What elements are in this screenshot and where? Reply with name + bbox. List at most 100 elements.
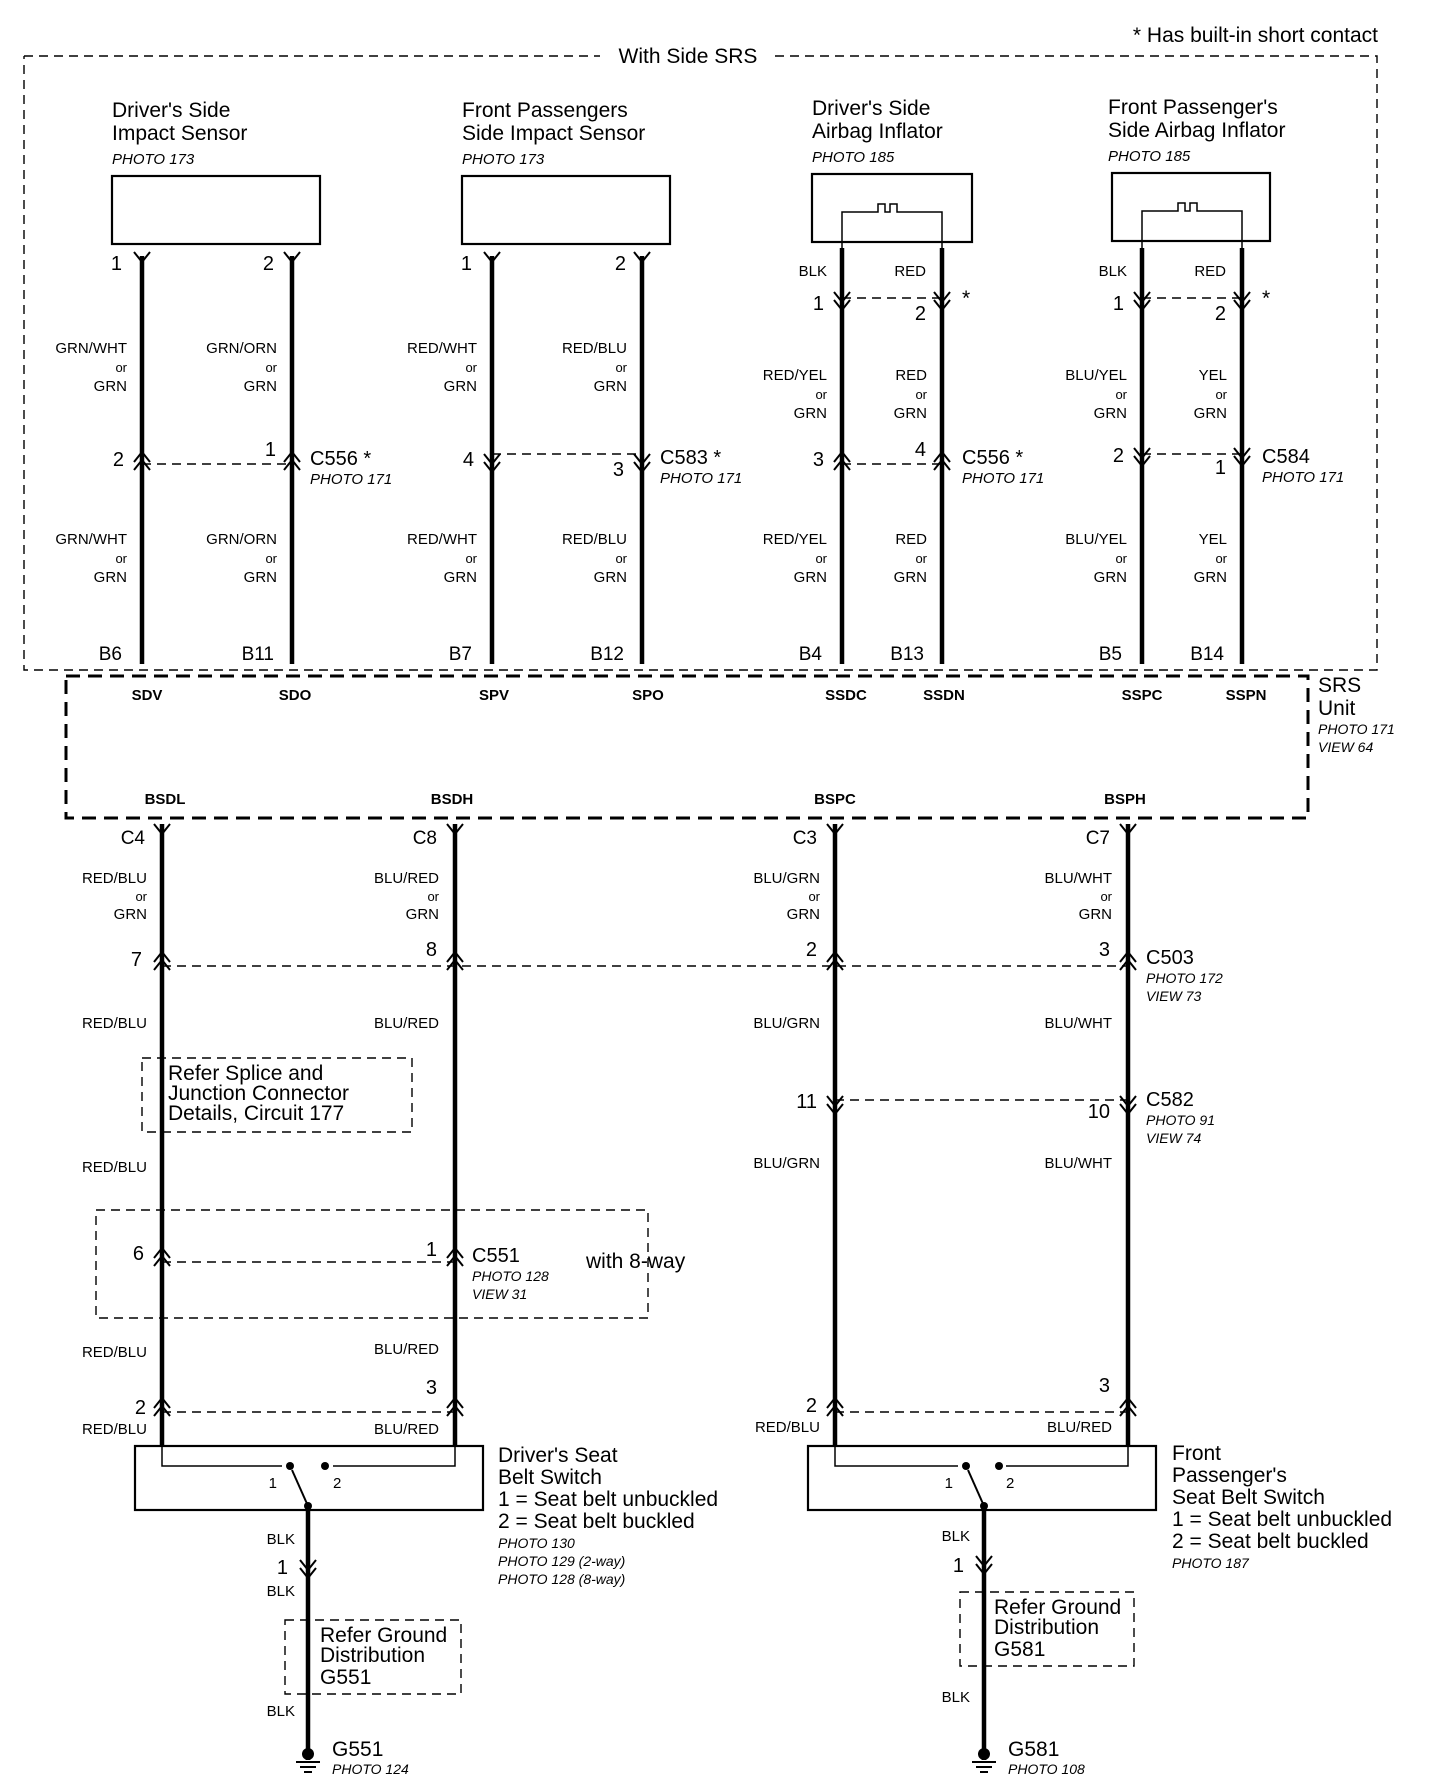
svg-text:BLU/RED: BLU/RED — [374, 870, 439, 887]
svg-text:GRN: GRN — [594, 569, 627, 586]
svg-text:or: or — [1115, 551, 1127, 566]
svg-text:Seat Belt Switch: Seat Belt Switch — [1172, 1486, 1325, 1509]
svg-text:or: or — [615, 360, 627, 375]
svg-text:GRN/ORN: GRN/ORN — [206, 340, 277, 357]
svg-text:SPV: SPV — [479, 687, 509, 704]
svg-text:B5: B5 — [1099, 644, 1122, 665]
svg-text:BLK: BLK — [799, 263, 827, 280]
svg-text:BLU/GRN: BLU/GRN — [753, 1015, 820, 1032]
svg-text:G551: G551 — [332, 1738, 383, 1761]
svg-text:with 8-way: with 8-way — [585, 1250, 686, 1273]
svg-text:GRN: GRN — [1094, 405, 1127, 422]
svg-text:or: or — [465, 551, 477, 566]
svg-text:1: 1 — [277, 1557, 288, 1579]
svg-text:Impact Sensor: Impact Sensor — [112, 122, 247, 145]
svg-text:RED/YEL: RED/YEL — [763, 367, 827, 384]
svg-text:BLK: BLK — [267, 1583, 295, 1600]
svg-text:Side Impact Sensor: Side Impact Sensor — [462, 122, 645, 145]
svg-text:or: or — [465, 360, 477, 375]
connector-c551: 6 1 C551 PHOTO 128 VIEW 31 with 8-way — [95, 1209, 686, 1319]
sensor-top-pins: 1 2 1 2 — [111, 253, 626, 275]
svg-text:RED/WHT: RED/WHT — [407, 340, 477, 357]
svg-text:2: 2 — [1113, 445, 1124, 467]
svg-text:4: 4 — [915, 439, 926, 461]
svg-text:or: or — [265, 551, 277, 566]
svg-text:GRN: GRN — [406, 906, 439, 923]
svg-text:GRN: GRN — [594, 378, 627, 395]
svg-text:2: 2 — [1215, 303, 1226, 325]
svg-text:or: or — [1115, 387, 1127, 402]
svg-text:PHOTO 128 (8-way): PHOTO 128 (8-way) — [498, 1571, 625, 1587]
svg-text:or: or — [808, 889, 820, 904]
svg-text:RED/YEL: RED/YEL — [763, 531, 827, 548]
svg-text:RED/BLU: RED/BLU — [82, 1344, 147, 1361]
svg-text:YEL: YEL — [1199, 367, 1227, 384]
svg-text:RED/BLU: RED/BLU — [82, 1421, 147, 1438]
svg-text:VIEW 64: VIEW 64 — [1318, 739, 1373, 755]
svg-text:2 = Seat belt buckled: 2 = Seat belt buckled — [1172, 1530, 1369, 1553]
srs-unit: SDV SDO SPV SPO SSDC SSDN SSPC SSPN BSDL… — [64, 674, 1395, 820]
svg-text:RED/BLU: RED/BLU — [562, 531, 627, 548]
svg-text:or: or — [1215, 551, 1227, 566]
ground-g581-icon — [978, 1748, 990, 1760]
svg-text:GRN: GRN — [444, 569, 477, 586]
lower-wire-colors-after-c551: RED/BLU BLU/RED — [82, 1341, 439, 1361]
svg-text:2: 2 — [915, 303, 926, 325]
svg-text:BLK: BLK — [267, 1703, 295, 1720]
svg-text:GRN: GRN — [94, 569, 127, 586]
svg-text:PHOTO 173: PHOTO 173 — [462, 151, 545, 168]
svg-text:BLU/WHT: BLU/WHT — [1045, 1015, 1113, 1032]
svg-text:Front Passenger's: Front Passenger's — [1108, 96, 1278, 119]
svg-text:3: 3 — [613, 459, 624, 481]
svg-text:3: 3 — [813, 449, 824, 471]
svg-text:1: 1 — [953, 1555, 964, 1577]
svg-text:3: 3 — [1099, 939, 1110, 961]
svg-text:PHOTO 187: PHOTO 187 — [1172, 1555, 1250, 1571]
svg-text:Distribution: Distribution — [320, 1644, 425, 1667]
svg-text:GRN: GRN — [94, 378, 127, 395]
svg-text:PHOTO 171: PHOTO 171 — [1318, 721, 1395, 737]
svg-text:Unit: Unit — [1318, 697, 1356, 720]
svg-text:or: or — [815, 551, 827, 566]
svg-text:VIEW 31: VIEW 31 — [472, 1286, 527, 1302]
svg-text:SSPC: SSPC — [1122, 687, 1163, 704]
srs-lower-pin-marks: C4 C8 C3 C7 — [121, 823, 1137, 849]
svg-text:B11: B11 — [242, 644, 274, 665]
svg-text:2: 2 — [113, 449, 124, 471]
svg-text:1 = Seat belt unbuckled: 1 = Seat belt unbuckled — [1172, 1508, 1392, 1531]
svg-text:*: * — [1262, 287, 1270, 310]
svg-text:Junction Connector: Junction Connector — [168, 1082, 349, 1105]
front-passengers-side-airbag-inflator: Front Passenger's Side Airbag Inflator P… — [1108, 96, 1285, 248]
upper-mid-connectors: 2 1 C556 * PHOTO 171 4 3 C583 * PHOTO 17… — [113, 439, 1344, 488]
svg-text:BLU/GRN: BLU/GRN — [753, 870, 820, 887]
svg-text:GRN: GRN — [444, 378, 477, 395]
svg-text:PHOTO 91: PHOTO 91 — [1146, 1112, 1215, 1128]
svg-text:SDO: SDO — [279, 687, 312, 704]
svg-text:RED: RED — [894, 263, 926, 280]
svg-text:PHOTO 171: PHOTO 171 — [1262, 469, 1344, 486]
svg-text:C3: C3 — [793, 828, 817, 849]
svg-text:GRN: GRN — [787, 906, 820, 923]
svg-text:2: 2 — [135, 1397, 146, 1419]
svg-text:or: or — [1215, 387, 1227, 402]
svg-text:GRN: GRN — [114, 906, 147, 923]
svg-text:BSPH: BSPH — [1104, 791, 1146, 808]
bspc-color-after-c582: BLU/GRN — [753, 1155, 820, 1172]
svg-text:G581: G581 — [994, 1638, 1045, 1661]
svg-text:PHOTO 128: PHOTO 128 — [472, 1268, 549, 1284]
svg-text:GRN: GRN — [244, 569, 277, 586]
svg-text:PHOTO 124: PHOTO 124 — [332, 1761, 409, 1777]
connector-c584: C584 — [1262, 446, 1310, 468]
inflator-short-pins: BLK RED BLK RED 1 2 * 1 2 * — [799, 263, 1271, 325]
ground-g551-icon — [302, 1748, 314, 1760]
bsph-color-after-c582: BLU/WHT — [1045, 1155, 1113, 1172]
svg-text:GRN/ORN: GRN/ORN — [206, 531, 277, 548]
refer-splice-box: Refer Splice and Junction Connector Deta… — [141, 1057, 413, 1133]
srs-upper-terminals: B6 B11 B7 B12 B4 B13 B5 B14 — [99, 644, 1225, 665]
drivers-side-impact-sensor: Driver's Side Impact Sensor PHOTO 173 — [110, 99, 322, 246]
svg-text:B6: B6 — [99, 644, 122, 665]
svg-text:PHOTO 130: PHOTO 130 — [498, 1535, 575, 1551]
svg-text:SPO: SPO — [632, 687, 664, 704]
svg-text:RED/BLU: RED/BLU — [755, 1419, 820, 1436]
sensor-pin-marks — [133, 251, 651, 264]
